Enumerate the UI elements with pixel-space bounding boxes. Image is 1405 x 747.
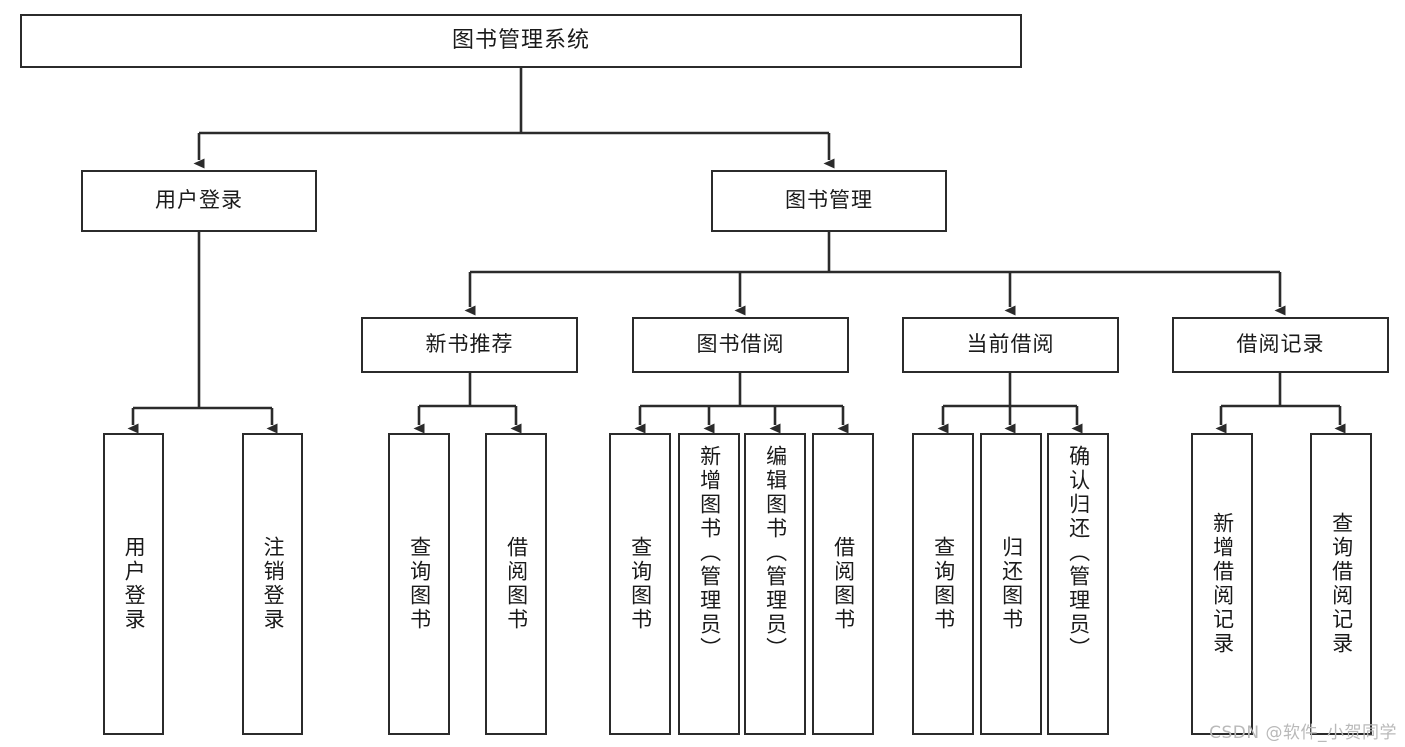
node-label: 新书推荐	[425, 332, 514, 357]
node-label: 查询借阅记录	[1329, 512, 1354, 656]
leaf-current-borrow-return[interactable]: 归还图书	[980, 433, 1042, 735]
node-current-borrow[interactable]: 当前借阅	[902, 317, 1119, 373]
node-root-system[interactable]: 图书管理系统	[20, 14, 1022, 68]
node-label: 注销登录	[261, 536, 286, 632]
leaf-user-login-signout[interactable]: 注销登录	[242, 433, 303, 735]
node-label: 新增图书（管理员）	[697, 445, 722, 661]
leaf-current-borrow-query[interactable]: 查询图书	[912, 433, 974, 735]
watermark: CSDN @软件_小贺同学	[1209, 723, 1397, 743]
leaf-book-borrow-edit[interactable]: 编辑图书（管理员）	[744, 433, 806, 735]
node-label: 用户登录	[122, 536, 147, 632]
node-label: 归还图书	[999, 536, 1024, 632]
node-borrow-record[interactable]: 借阅记录	[1172, 317, 1389, 373]
leaf-book-borrow-add[interactable]: 新增图书（管理员）	[678, 433, 740, 735]
node-label: 新增借阅记录	[1210, 512, 1235, 656]
node-label: 借阅图书	[504, 536, 529, 632]
leaf-book-borrow-query[interactable]: 查询图书	[609, 433, 671, 735]
leaf-borrow-record-query[interactable]: 查询借阅记录	[1310, 433, 1372, 735]
node-label: 借阅图书	[831, 536, 856, 632]
leaf-new-book-query[interactable]: 查询图书	[388, 433, 450, 735]
node-book-borrow[interactable]: 图书借阅	[632, 317, 849, 373]
node-book-management[interactable]: 图书管理	[711, 170, 947, 232]
node-label: 用户登录	[155, 188, 243, 213]
leaf-new-book-borrow[interactable]: 借阅图书	[485, 433, 547, 735]
node-label: 图书管理系统	[451, 27, 590, 53]
leaf-user-login-signin[interactable]: 用户登录	[103, 433, 164, 735]
leaf-borrow-record-add[interactable]: 新增借阅记录	[1191, 433, 1253, 735]
leaf-book-borrow-lend[interactable]: 借阅图书	[812, 433, 874, 735]
node-label: 确认归还（管理员）	[1066, 445, 1091, 661]
node-new-book-recommend[interactable]: 新书推荐	[361, 317, 578, 373]
node-label: 借阅记录	[1236, 332, 1325, 357]
node-label: 编辑图书（管理员）	[763, 445, 788, 661]
node-label: 当前借阅	[966, 332, 1055, 357]
leaf-current-borrow-confirm-return[interactable]: 确认归还（管理员）	[1047, 433, 1109, 735]
node-label: 图书借阅	[696, 332, 785, 357]
node-label: 查询图书	[931, 536, 956, 632]
node-label: 查询图书	[407, 536, 432, 632]
node-user-login[interactable]: 用户登录	[81, 170, 317, 232]
node-label: 查询图书	[628, 536, 653, 632]
node-label: 图书管理	[785, 188, 873, 213]
